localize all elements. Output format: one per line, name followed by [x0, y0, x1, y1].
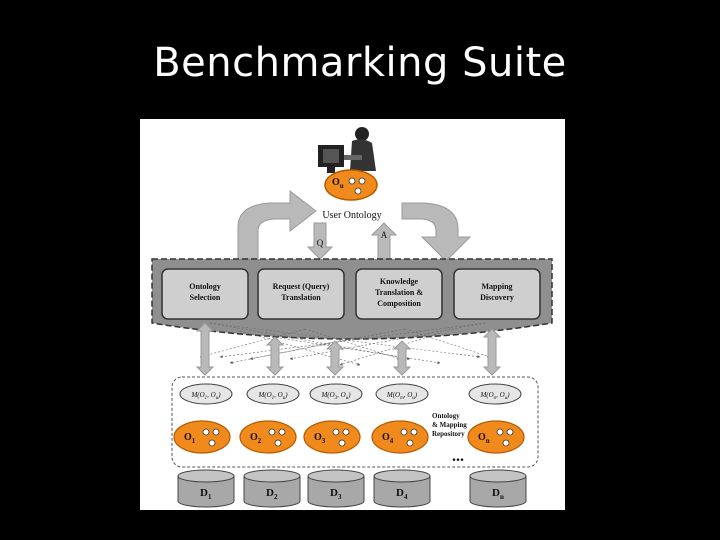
answer-label: A	[381, 230, 388, 240]
mapping-label-3: M(O3, Ou)	[320, 391, 351, 401]
vertical-arrows	[195, 322, 502, 376]
repository-label-line2: & Mapping	[432, 421, 467, 429]
ontology-label-2: O2	[250, 432, 262, 445]
ontology-clouds	[173, 420, 525, 454]
svg-text:Translation: Translation	[281, 293, 321, 302]
query-arrow	[306, 222, 334, 260]
ontology-label-3: O3	[314, 432, 326, 445]
mapping-ovals	[179, 383, 522, 405]
dataset-label-5: Dn	[492, 487, 504, 501]
answer-arrow	[370, 222, 398, 260]
module-mapping-discovery: Mapping Discovery	[453, 268, 541, 320]
mapping-label-1: M(O1, Ou)	[190, 391, 221, 401]
dataset-label-1: D1	[200, 487, 212, 501]
slide-title: Benchmarking Suite	[153, 40, 567, 86]
svg-text:Knowledge: Knowledge	[380, 277, 419, 286]
ellipsis: ...	[452, 448, 464, 465]
svg-text:Ou: Ou	[332, 177, 344, 190]
mapping-label-2: M(O1, Ou)	[257, 391, 288, 401]
svg-text:Composition: Composition	[377, 299, 421, 308]
repository-region	[171, 376, 539, 468]
ontology-label-1: O1	[184, 432, 196, 445]
user-figure	[318, 127, 376, 173]
svg-text:Ontology: Ontology	[189, 282, 221, 291]
ontology-cloud-nodes	[202, 428, 514, 447]
module-frame	[151, 258, 553, 340]
repository-label-line1: Ontology	[432, 412, 460, 420]
architecture-diagram: Ou User Ontology Q A Ontology Selection …	[140, 119, 565, 510]
ontology-label-4: O4	[382, 432, 394, 445]
module-knowledge-translation: Knowledge Translation & Composition	[355, 268, 443, 320]
user-ontology-label: User Ontology	[322, 210, 381, 221]
dataset-label-4: D4	[396, 487, 408, 501]
svg-text:Mapping: Mapping	[481, 282, 512, 291]
mapping-label-5: M(On, Ou)	[479, 391, 510, 401]
svg-text:Translation &: Translation &	[375, 288, 423, 297]
dataset-label-3: D3	[330, 487, 342, 501]
query-label: Q	[317, 238, 324, 248]
module-request-translation: Request (Query) Translation	[257, 268, 345, 320]
svg-text:Selection: Selection	[190, 293, 221, 302]
svg-text:Request (Query): Request (Query)	[273, 282, 330, 291]
user-ontology-cloud: Ou	[324, 169, 378, 201]
left-curved-arrow	[237, 189, 317, 260]
mapping-label-4: M(Om, Ou)	[386, 391, 418, 401]
ontology-label-5: On	[478, 432, 490, 445]
right-curved-arrow	[401, 202, 472, 262]
connection-lines	[199, 322, 491, 366]
dataset-cylinders	[177, 469, 527, 508]
module-ontology-selection: Ontology Selection	[161, 268, 249, 320]
svg-text:Discovery: Discovery	[480, 293, 514, 302]
dataset-label-2: D2	[266, 487, 278, 501]
repository-label-line3: Repository	[432, 430, 465, 438]
